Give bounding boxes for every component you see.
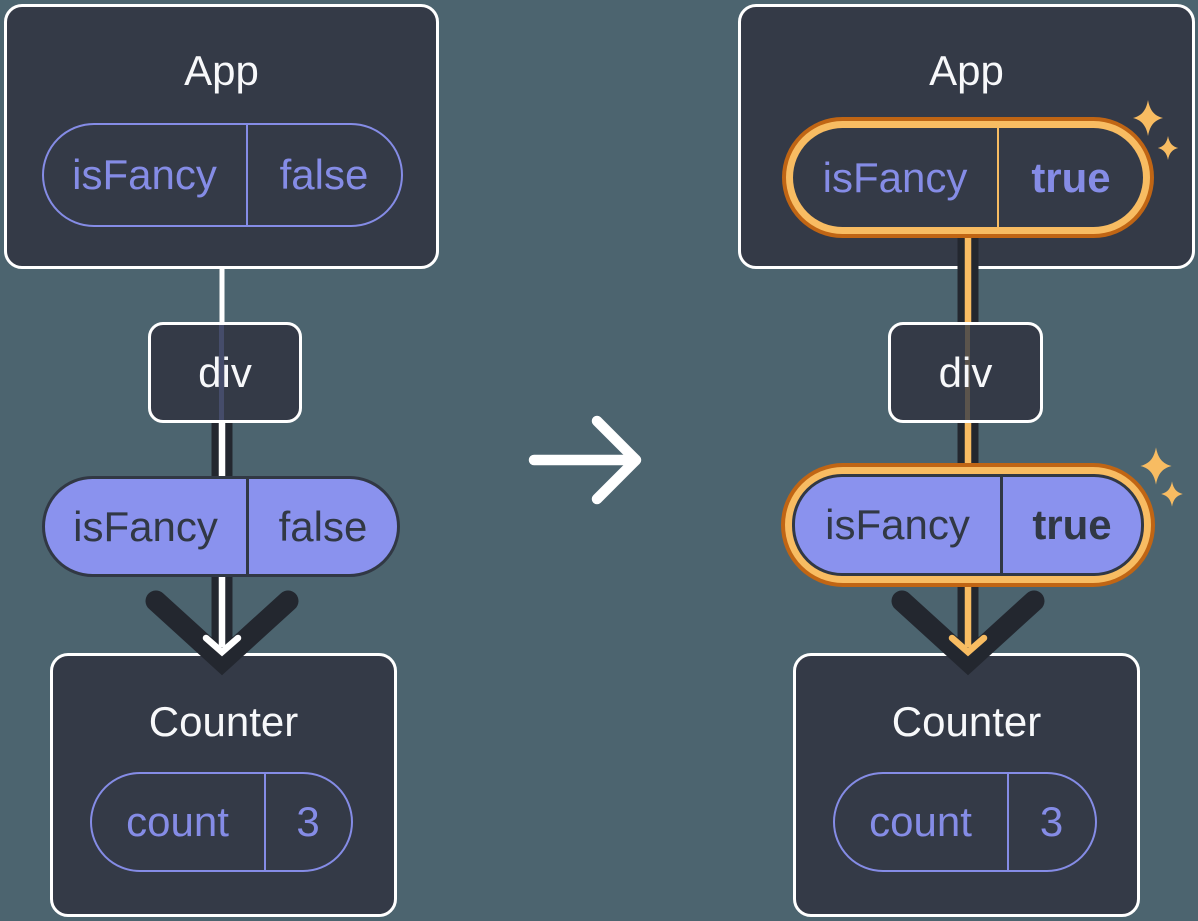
after-prop-arrowhead [891, 590, 1045, 676]
before-app-state-pill: isFancy false [41, 122, 403, 227]
after-div-node: div [888, 322, 1043, 423]
state-name: count [869, 797, 972, 845]
after-prop-core-arrowhead [948, 634, 988, 657]
state-name: count [126, 797, 229, 845]
after-app-title: App [929, 47, 1004, 94]
before-prop-core-arrowhead [202, 634, 242, 657]
before-app-node: App isFancy false [4, 4, 439, 269]
after-app-state-pill: isFancy true [793, 128, 1143, 227]
after-div-label: div [938, 348, 993, 396]
prop-name: isFancy [825, 501, 970, 548]
after-counter-node: Counter count 3 [793, 653, 1140, 917]
state-value: 3 [1006, 773, 1095, 870]
after-app-state-highlight-ring: isFancy true [782, 117, 1154, 238]
before-counter-title: Counter [148, 698, 299, 745]
state-value: 3 [263, 773, 351, 870]
after-prop-pill: isFancy true [792, 474, 1144, 576]
after-counter-title: Counter [891, 698, 1042, 745]
before-app-title: App [184, 47, 259, 94]
before-prop-pill: isFancy false [42, 476, 400, 577]
prop-value: true [1000, 477, 1141, 573]
sparkles-icon [1161, 481, 1183, 507]
highlight-ring-inner: isFancy true [785, 467, 1151, 583]
before-counter-node: Counter count 3 [50, 653, 397, 917]
right-arrow-icon [528, 415, 642, 505]
after-prop-highlight-ring: isFancy true [781, 463, 1155, 587]
highlight-ring-inner: isFancy true [786, 121, 1150, 234]
state-value: false [245, 124, 401, 225]
after-counter-state-pill: count 3 [832, 771, 1097, 872]
state-name: isFancy [822, 153, 968, 201]
prop-value: false [246, 479, 397, 574]
before-div-node: div [148, 322, 302, 423]
before-div-label: div [198, 348, 252, 396]
before-counter-state-pill: count 3 [89, 771, 353, 872]
before-prop-arrowhead [145, 590, 299, 676]
prop-name: isFancy [73, 502, 218, 550]
state-value: true [997, 128, 1143, 227]
pass-through-stripe [219, 325, 224, 420]
state-name: isFancy [72, 150, 217, 198]
sparkles-icon [1140, 447, 1172, 485]
